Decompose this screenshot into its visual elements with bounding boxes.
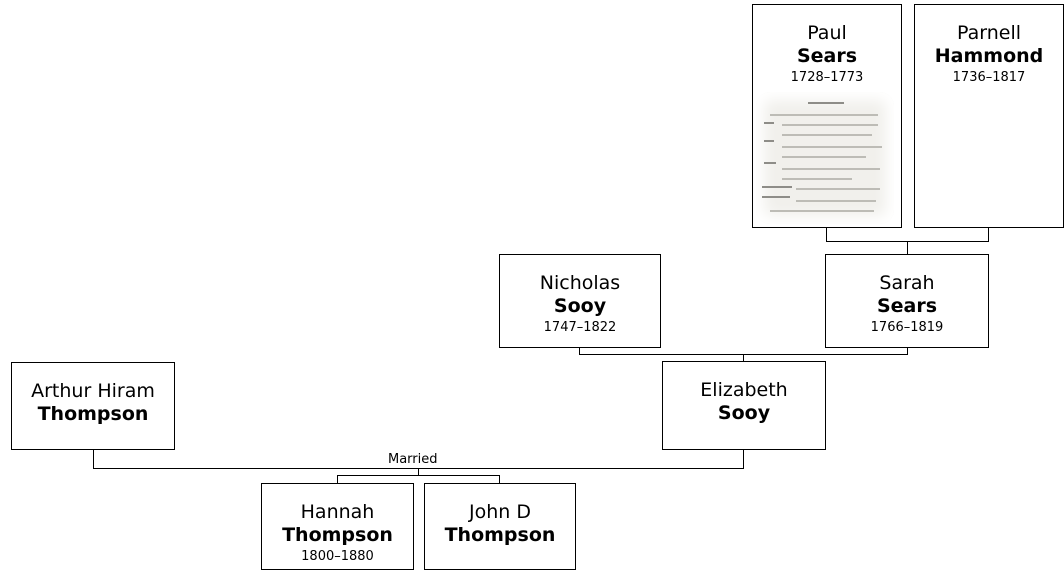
surname: Thompson <box>37 403 149 425</box>
given-name: Nicholas <box>539 272 621 294</box>
surname: Sooy <box>717 402 771 424</box>
person-card-arthur-hiram-thompson[interactable]: Arthur Hiram Thompson <box>11 362 175 450</box>
life-dates: 1736–1817 <box>952 70 1026 85</box>
given-name: Elizabeth <box>700 379 788 401</box>
given-name: Paul <box>807 22 847 44</box>
person-card-nicholas-sooy[interactable]: Nicholas Sooy 1747–1822 <box>499 254 661 348</box>
person-card-parnell-hammond[interactable]: Parnell Hammond 1736–1817 <box>914 4 1064 228</box>
person-card-sarah-sears[interactable]: Sarah Sears 1766–1819 <box>825 254 989 348</box>
person-card-paul-sears[interactable]: Paul Sears 1728–1773 <box>752 4 902 228</box>
surname: Hammond <box>934 45 1044 67</box>
person-card-john-d-thompson[interactable]: John D Thompson <box>424 483 576 570</box>
person-card-elizabeth-sooy[interactable]: Elizabeth Sooy <box>662 361 826 450</box>
given-name: Arthur Hiram <box>31 380 155 402</box>
life-dates: 1728–1773 <box>790 70 864 85</box>
life-dates: 1747–1822 <box>543 320 617 335</box>
given-name: John D <box>469 501 531 523</box>
surname: Thompson <box>444 524 556 546</box>
life-dates: 1800–1880 <box>301 549 374 564</box>
marriage-label: Married <box>386 452 440 467</box>
surname: Sears <box>796 45 858 67</box>
surname: Sears <box>876 295 938 317</box>
document-photo-thumbnail[interactable] <box>756 92 894 224</box>
surname: Sooy <box>553 295 607 317</box>
life-dates: 1766–1819 <box>870 320 944 335</box>
given-name: Hannah <box>300 501 375 523</box>
given-name: Sarah <box>879 272 935 294</box>
given-name: Parnell <box>956 22 1021 44</box>
surname: Thompson <box>282 524 393 546</box>
person-card-hannah-thompson[interactable]: Hannah Thompson 1800–1880 <box>261 483 414 570</box>
